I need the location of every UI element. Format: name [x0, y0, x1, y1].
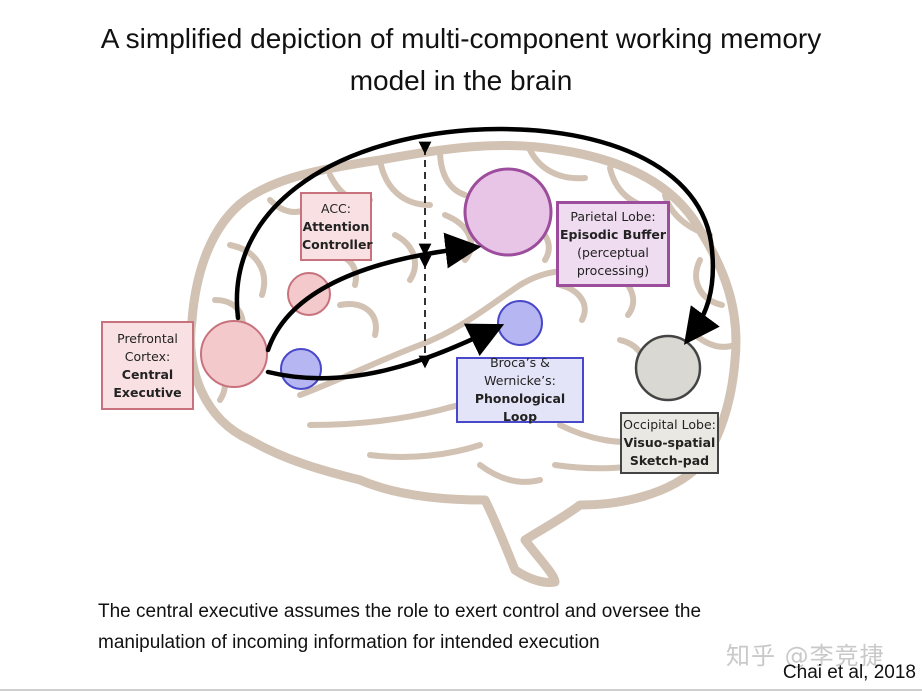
- central-executive-circle: [200, 320, 268, 388]
- parietal-label-bold-1: Episodic Buffer: [560, 227, 666, 242]
- prefrontal-label-bold-2: Executive: [113, 384, 182, 400]
- parietal-label-line-3: processing): [576, 263, 650, 278]
- diagram-caption: The central executive assumes the role t…: [98, 596, 818, 658]
- citation: Chai et al, 2018: [782, 662, 916, 683]
- prefrontal-label-line-2: Cortex:: [124, 348, 171, 364]
- occipital-label-line-1: Occipital Lobe:: [623, 417, 716, 432]
- acc-label-bold-1: Attention: [302, 218, 370, 234]
- brain-outline: [186, 141, 741, 587]
- caption-line-2: manipulation of incoming information for…: [98, 632, 600, 653]
- prefrontal-label-line-1: Prefrontal: [117, 330, 178, 346]
- acc-box: ACC: Attention Controller: [300, 192, 373, 261]
- broca-label-bold-1: Phonological Loop: [474, 391, 566, 424]
- broca-label-line-1: Broca’s &: [490, 355, 550, 370]
- arrow-to-episodic-buffer: [265, 232, 482, 353]
- bottom-divider: [0, 689, 922, 691]
- executive-arrows: [234, 126, 720, 381]
- occipital-lobe-box: Occipital Lobe: Visuo-spatial Sketch-pad: [620, 412, 719, 474]
- watermark: 知乎 @李竞捷: [726, 642, 885, 670]
- prefrontal-label-bold-1: Central: [121, 366, 174, 382]
- acc-label-bold-2: Controller: [302, 236, 373, 252]
- caption-line-1: The central executive assumes the role t…: [98, 601, 702, 622]
- diagram-title: A simplified depiction of multi-componen…: [40, 18, 882, 102]
- prefrontal-cortex-box: Prefrontal Cortex: Central Executive: [101, 321, 194, 410]
- title-line-2: model in the brain: [349, 65, 573, 96]
- acc-label-line-1: ACC:: [321, 200, 351, 216]
- parietal-label-line-2: (perceptual: [577, 245, 649, 260]
- parietal-lobe-box: Parietal Lobe: Episodic Buffer (perceptu…: [556, 201, 670, 287]
- title-line-1: A simplified depiction of multi-componen…: [100, 23, 822, 54]
- episodic-buffer-circle: [463, 167, 553, 257]
- occipital-label-bold-2: Sketch-pad: [629, 453, 710, 468]
- phonological-circle-right: [497, 300, 543, 346]
- occipital-label-bold-1: Visuo-spatial: [623, 435, 716, 450]
- arrow-to-phonological-loop: [265, 323, 505, 381]
- phonological-circle-left: [280, 348, 322, 390]
- parietal-label-line-1: Parietal Lobe:: [570, 209, 656, 224]
- arrow-to-visuospatial: [234, 126, 720, 345]
- broca-wernicke-box: Broca’s & Wernicke’s: Phonological Loop: [456, 355, 584, 424]
- visuospatial-circle: [634, 334, 702, 402]
- broca-label-line-2: Wernicke’s:: [484, 373, 556, 388]
